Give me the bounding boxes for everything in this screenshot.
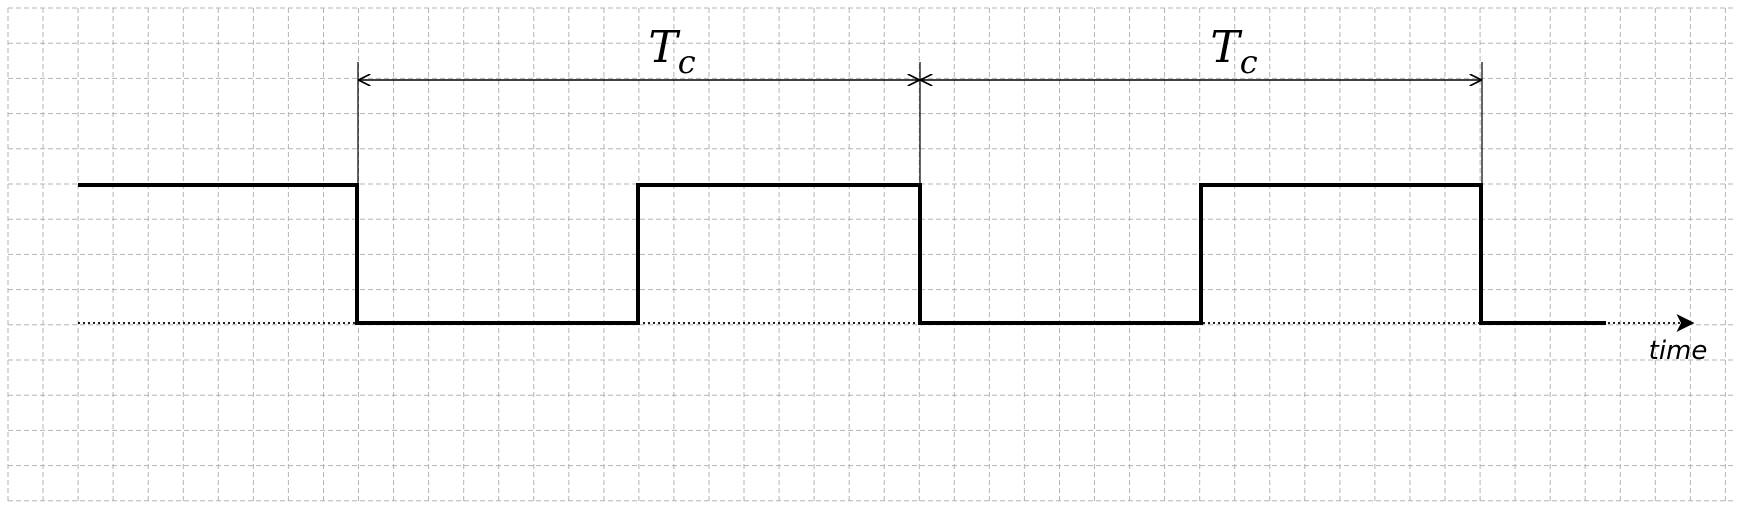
period-label-1-main: T bbox=[648, 22, 681, 73]
period-label-1: Tc bbox=[648, 22, 695, 81]
period-label-2: Tc bbox=[1210, 22, 1257, 81]
background-grid bbox=[7, 7, 1734, 504]
period-label-2-sub: c bbox=[1240, 43, 1258, 81]
period-label-1-sub: c bbox=[678, 43, 696, 81]
period-label-2-main: T bbox=[1210, 22, 1243, 73]
square-wave-signal bbox=[78, 183, 1606, 325]
time-axis-label: time bbox=[1649, 336, 1708, 366]
